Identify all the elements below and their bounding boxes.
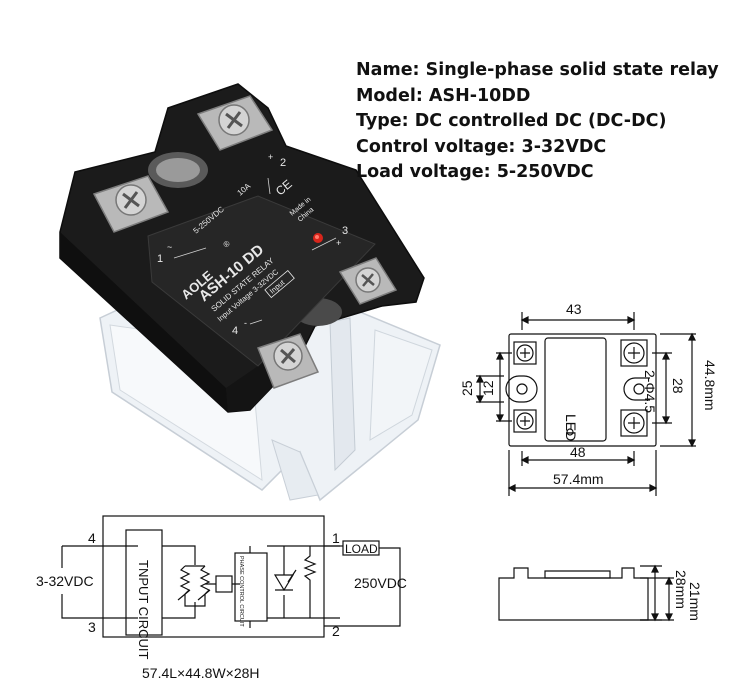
footer-dimensions: 57.4L×44.8W×28H xyxy=(142,665,260,681)
terminal-screw-3 xyxy=(338,257,398,305)
dim-led-label: LED xyxy=(563,414,579,441)
dim-width-total: 57.4mm xyxy=(553,471,604,487)
terminal-label-3: 3 xyxy=(342,225,348,237)
dim-holes: 2-Φ4.5 xyxy=(642,370,658,413)
circuit-load-voltage: 250VDC xyxy=(354,575,407,591)
relay-housing xyxy=(59,83,425,413)
circuit-input-voltage: 3-32VDC xyxy=(36,573,94,589)
side-view-dimension-labels: 28mm 21mm xyxy=(673,570,703,621)
circuit-pin-2: 2 xyxy=(332,623,340,639)
dim-width-top: 43 xyxy=(566,301,582,317)
terminal-sign-1: ~ xyxy=(167,242,172,252)
spec-list: Name: Single-phase solid state relay Mod… xyxy=(356,58,719,186)
top-view-drawing xyxy=(476,312,696,496)
spec-name: Name: Single-phase solid state relay xyxy=(356,60,719,80)
relay-photo: AOLE ® ASH-10 DD SOLID STATE RELAY Input… xyxy=(59,83,441,502)
circuit-pin-3: 3 xyxy=(88,619,96,635)
dim-right-inner: 28 xyxy=(670,378,686,394)
relay-registered: ® xyxy=(222,239,232,250)
circuit-pin-1: 1 xyxy=(332,530,340,546)
terminal-sign-2: + xyxy=(268,152,273,162)
spec-load-voltage: Load voltage: 5-250VDC xyxy=(356,162,594,182)
dim-left-outer: 25 xyxy=(459,380,475,396)
dim-right-outer: 44.8mm xyxy=(702,360,718,411)
terminal-sign-3: + xyxy=(336,238,341,248)
circuit-labels: 4 3 1 2 3-32VDC TNPUT CIRCUIT PHASE CONT… xyxy=(36,530,407,659)
spec-type: Type: DC controlled DC (DC-DC) xyxy=(356,111,667,131)
spec-model: Model: ASH-10DD xyxy=(356,85,531,106)
terminal-screw-2 xyxy=(196,95,274,151)
side-view-drawing xyxy=(498,564,674,622)
terminal-sign-4: - xyxy=(244,318,247,328)
circuit-diagram xyxy=(61,515,401,638)
circuit-control-block: PHASE CONTROL CIRCUIT xyxy=(238,556,244,627)
circuit-load-label: LOAD xyxy=(345,542,378,556)
top-view-dimension-labels: 43 48 57.4mm 25 12 28 44.8mm 2-Φ4.5 LED xyxy=(459,301,718,487)
circuit-input-block: TNPUT CIRCUIT xyxy=(136,560,151,659)
dim-height-body: 21mm xyxy=(687,582,703,621)
terminal-screw-4 xyxy=(257,333,320,389)
dim-left-inner: 12 xyxy=(480,380,496,396)
dim-width-inner: 48 xyxy=(570,444,586,460)
terminal-label-1: 1 xyxy=(157,253,163,265)
spec-control-voltage: Control voltage: 3-32VDC xyxy=(356,136,607,157)
terminal-screw-1 xyxy=(92,175,170,233)
dim-height-total: 28mm xyxy=(673,570,689,609)
terminal-label-2: 2 xyxy=(280,157,286,169)
terminal-label-4: 4 xyxy=(232,325,238,337)
circuit-pin-4: 4 xyxy=(88,530,96,546)
